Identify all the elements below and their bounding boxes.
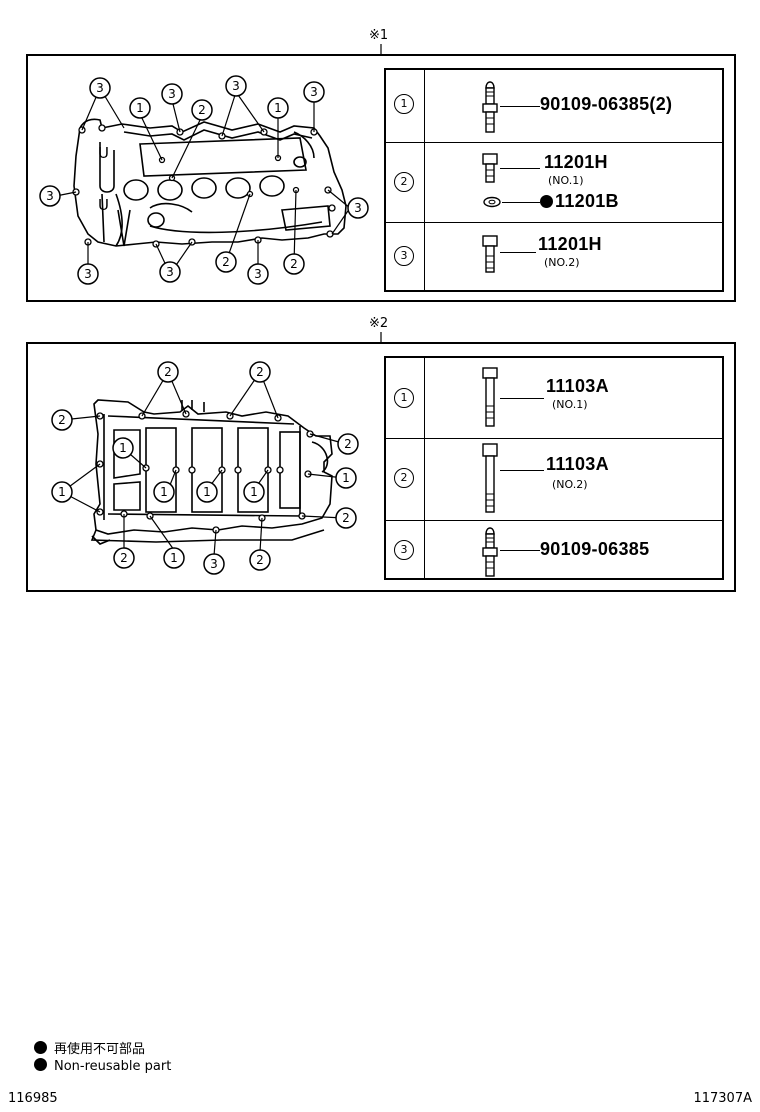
- section-1-mark: ※1: [369, 28, 389, 43]
- svg-text:U: U: [98, 144, 109, 162]
- long-bolt-icon: [482, 443, 498, 513]
- part-sub-label: (NO.1): [552, 398, 588, 411]
- callout-label: 3: [354, 201, 362, 215]
- callout-label: 3: [46, 189, 54, 203]
- non-reusable-dot-icon: [34, 1041, 47, 1054]
- callout-label: 1: [250, 485, 258, 499]
- non-reusable-dot-icon: [34, 1058, 47, 1071]
- part-sub-label: (NO.2): [552, 478, 588, 491]
- callout-label: 3: [232, 79, 240, 93]
- callout-label: 2: [58, 413, 66, 427]
- parts-row-1: 1 11103A (NO.1): [386, 358, 722, 439]
- short-bolt-icon: [482, 153, 498, 183]
- callout-label: 3: [168, 87, 176, 101]
- part-number: 11103A: [546, 454, 609, 474]
- callout-label: 3: [254, 267, 262, 281]
- callout-label: 2: [344, 437, 352, 451]
- section-1-parts-table: 1 90109-06385(2) 2 11201H (NO.1): [384, 68, 724, 292]
- part-number: 11201H: [538, 234, 602, 254]
- part-number: 90109-06385: [540, 539, 650, 559]
- parts-row-3: 3 11201H (NO.2): [386, 222, 722, 292]
- callout-label: 1: [203, 485, 211, 499]
- part-number: 90109-06385(2): [540, 94, 673, 114]
- callout-label: 2: [342, 511, 350, 525]
- callout-label: 2: [290, 257, 298, 271]
- section-2-panel: 2 2 2 2 1 1 1 2 2 1 2 3 1 1 1 1 11103A: [26, 342, 736, 592]
- cylinder-head-cover-drawing: U U: [39, 75, 369, 285]
- non-reusable-part-number: 11201B: [540, 191, 619, 212]
- row-index: 3: [394, 540, 414, 560]
- callout-label: 1: [170, 551, 178, 565]
- callout-label: 3: [210, 557, 218, 571]
- callout-label: 1: [119, 441, 127, 455]
- callout-label: 1: [136, 101, 144, 115]
- washer-icon: [483, 196, 501, 208]
- parts-row-2: 2 11201H (NO.1) 11201B: [386, 142, 722, 223]
- callout-label: 3: [166, 265, 174, 279]
- callout-label: 2: [256, 365, 264, 379]
- parts-row-3: 3 90109-06385: [386, 520, 722, 580]
- svg-text:U: U: [98, 196, 109, 214]
- row-index: 2: [394, 172, 414, 192]
- legend-item-english: Non-reusable part: [34, 1058, 171, 1074]
- legend-item-japanese: 再使用不可部品: [34, 1038, 145, 1057]
- parts-row-2: 2 11103A (NO.2): [386, 438, 722, 521]
- section-1-panel: U U: [26, 54, 736, 302]
- section-2-parts-table: 1 11103A (NO.1) 2 11103A (NO.2) 3: [384, 356, 724, 580]
- non-reusable-dot-icon: [540, 195, 553, 208]
- row-index: 1: [394, 388, 414, 408]
- callout-label: 1: [342, 471, 350, 485]
- section-2-mark: ※2: [369, 316, 389, 331]
- row-index: 2: [394, 468, 414, 488]
- footer-right-code: 117307A: [693, 1091, 752, 1106]
- footer-left-code: 116985: [8, 1091, 58, 1106]
- callout-label: 3: [310, 85, 318, 99]
- camshaft-housing-drawing: 2 2 2 2 1 1 1 2 2 1 2 3 1 1 1: [51, 361, 359, 575]
- callout-label: 2: [222, 255, 230, 269]
- callout-label: 2: [164, 365, 172, 379]
- long-bolt-icon: [482, 367, 498, 427]
- part-sub-label: (NO.2): [544, 256, 580, 269]
- callout-label: 2: [120, 551, 128, 565]
- row-index: 1: [394, 94, 414, 114]
- callout-label: 2: [198, 103, 206, 117]
- callout-label: 1: [160, 485, 168, 499]
- callout-label: 3: [84, 267, 92, 281]
- part-number: 11201H: [544, 152, 608, 172]
- row-index: 3: [394, 246, 414, 266]
- callout-label: 1: [274, 101, 282, 115]
- part-number: 11103A: [546, 376, 609, 396]
- callout-label: 1: [58, 485, 66, 499]
- callout-label: 3: [96, 81, 104, 95]
- parts-row-1: 1 90109-06385(2): [386, 70, 722, 143]
- callout-label: 2: [256, 553, 264, 567]
- part-sub-label: (NO.1): [548, 174, 584, 187]
- bolt-icon: [482, 235, 498, 273]
- stud-bolt-icon: [482, 81, 498, 133]
- stud-bolt-icon: [482, 527, 498, 577]
